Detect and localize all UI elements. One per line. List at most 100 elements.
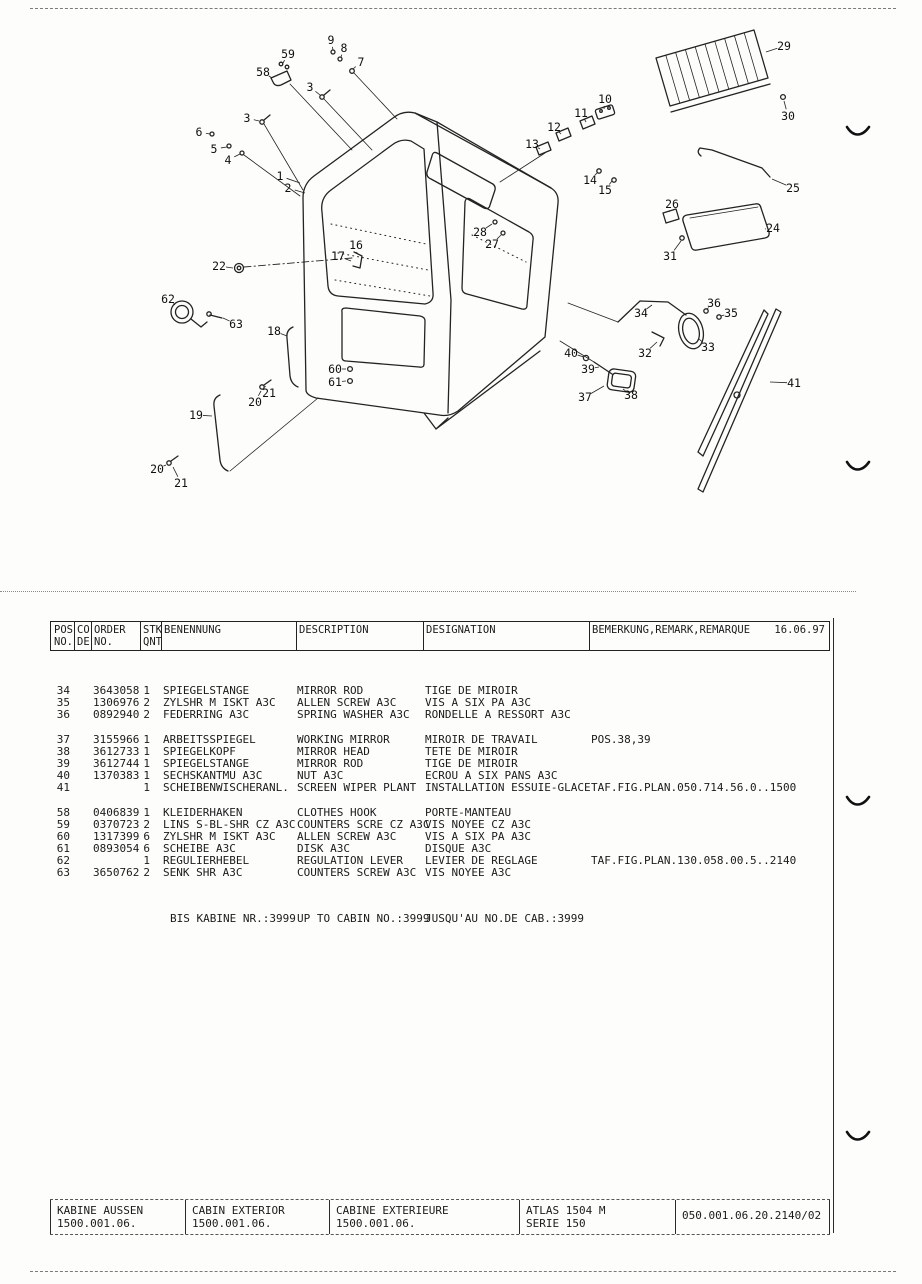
leader-line [331, 46, 334, 51]
callout-26: 26 [665, 197, 679, 211]
cell-order: 3612744 [93, 756, 140, 770]
cell-desig: LEVIER DE REGLAGE [425, 854, 538, 868]
leader-line [264, 385, 266, 388]
callout-31: 31 [663, 249, 677, 263]
fold-mark [845, 795, 871, 806]
leader-line [172, 466, 179, 477]
cell-name: ARBEITSSPIEGEL [163, 732, 256, 746]
col-pos: POS [54, 624, 73, 636]
leader-line [163, 464, 167, 467]
cell-desig: VIS NOYEE A3C [425, 866, 512, 880]
cell-desig: DISQUE A3C [425, 842, 492, 856]
cell-desc: ALLEN SCREW A3C [297, 829, 397, 843]
col-qty2: QNT [143, 636, 162, 648]
col-benennung: BENENNUNG [164, 624, 221, 636]
callout-36: 36 [707, 296, 721, 310]
cell-pos: 61 [56, 842, 70, 856]
cell-name: SPIEGELSTANGE [163, 756, 250, 770]
cell-pos: 36 [56, 708, 70, 722]
cell-desig: VIS A SIX PA A3C [425, 829, 531, 843]
leader-line [537, 147, 541, 150]
exploded-view-diagram: 2930987585933654101112131415122526243128… [150, 29, 801, 493]
title-fr: CABINE EXTERIEURE 1500.001.06. [336, 1204, 449, 1230]
cell-desig: VIS A SIX PA A3C [425, 696, 531, 710]
leader-line [496, 234, 502, 240]
callout-34: 34 [634, 306, 648, 320]
fold-mark [845, 460, 871, 471]
leader-line [268, 75, 273, 79]
callout-10: 10 [598, 92, 612, 106]
cell-pos: 40 [56, 769, 70, 783]
callout-33: 33 [701, 340, 715, 354]
callout-20: 20 [150, 462, 164, 476]
note-en: UP TO CABIN NO.:3999 [297, 912, 430, 925]
cell-desig: MIROIR DE TRAVAIL [425, 732, 538, 746]
col-code2: DE [77, 636, 90, 648]
cell-pos: 35 [56, 696, 70, 710]
cell-desig: TIGE DE MIROIR [425, 684, 518, 697]
cell-name: SCHEIBE A3C [163, 842, 236, 856]
title-block: KABINE AUSSEN 1500.001.06. CABIN EXTERIO… [50, 1199, 830, 1235]
callout-60: 60 [328, 362, 342, 376]
callout-14: 14 [583, 173, 597, 187]
leader-line [344, 258, 352, 262]
callout-5: 5 [211, 142, 218, 156]
cell-desc: DISK A3C [297, 842, 350, 856]
leader-line [558, 131, 562, 135]
cell-desc: COUNTERS SCRE CZ A3C [297, 817, 430, 831]
leader-line [594, 366, 600, 369]
callout-25: 25 [786, 181, 800, 195]
callout-21: 21 [262, 386, 276, 400]
col-remark: BEMERKUNG,REMARK,REMARQUE [592, 624, 751, 636]
cell-qty: 1 [143, 756, 150, 770]
cell-name: SENK SHR A3C [163, 866, 243, 880]
callout-20: 20 [248, 395, 262, 409]
callout-38: 38 [624, 388, 638, 402]
cell-order: 0406839 [93, 805, 140, 819]
callout-19: 19 [189, 408, 203, 422]
leader-line [769, 381, 788, 384]
leader-line [577, 354, 585, 358]
callout-2: 2 [285, 181, 292, 195]
cell-desc: MIRROR ROD [297, 756, 364, 770]
cell-order: 0893054 [93, 842, 140, 856]
col-designation: DESIGNATION [426, 624, 496, 636]
callout-29: 29 [777, 39, 791, 53]
callout-15: 15 [598, 183, 612, 197]
cell-remark: TAF.FIG.PLAN.050.714.56.0..1500 [591, 781, 797, 795]
cell-qty: 1 [143, 744, 150, 758]
cell-desig: INSTALLATION ESSUIE-GLACE [425, 781, 591, 795]
leader-line [222, 317, 230, 322]
note-de: BIS KABINE NR.:3999 [170, 912, 296, 925]
callout-4: 4 [225, 153, 232, 167]
cell-name: FEDERRING A3C [163, 708, 250, 722]
cell-desc: MIRROR HEAD [297, 744, 370, 758]
leader-line [673, 240, 682, 251]
fold-mark [845, 125, 871, 136]
title-de: KABINE AUSSEN 1500.001.06. [57, 1204, 144, 1230]
leader-line [253, 119, 260, 122]
leader-line [225, 266, 234, 269]
cell-desig: RONDELLE A RESSORT A3C [425, 708, 571, 722]
leader-line [234, 153, 241, 158]
leader-line [594, 171, 599, 176]
cell-order: 1306976 [93, 696, 140, 710]
callout-16: 16 [349, 238, 363, 252]
leader-line [220, 146, 228, 149]
callout-63: 63 [229, 317, 243, 331]
bottom-page-rule [30, 1271, 896, 1272]
cell-order: 0892940 [93, 708, 140, 722]
leader-line [205, 132, 211, 135]
cell-desc: MIRROR ROD [297, 684, 364, 697]
cell-qty: 1 [143, 684, 150, 697]
leader-line [282, 59, 285, 64]
cell-desc: COUNTERS SCREW A3C [297, 866, 417, 880]
cell-order: 1370383 [93, 769, 140, 783]
